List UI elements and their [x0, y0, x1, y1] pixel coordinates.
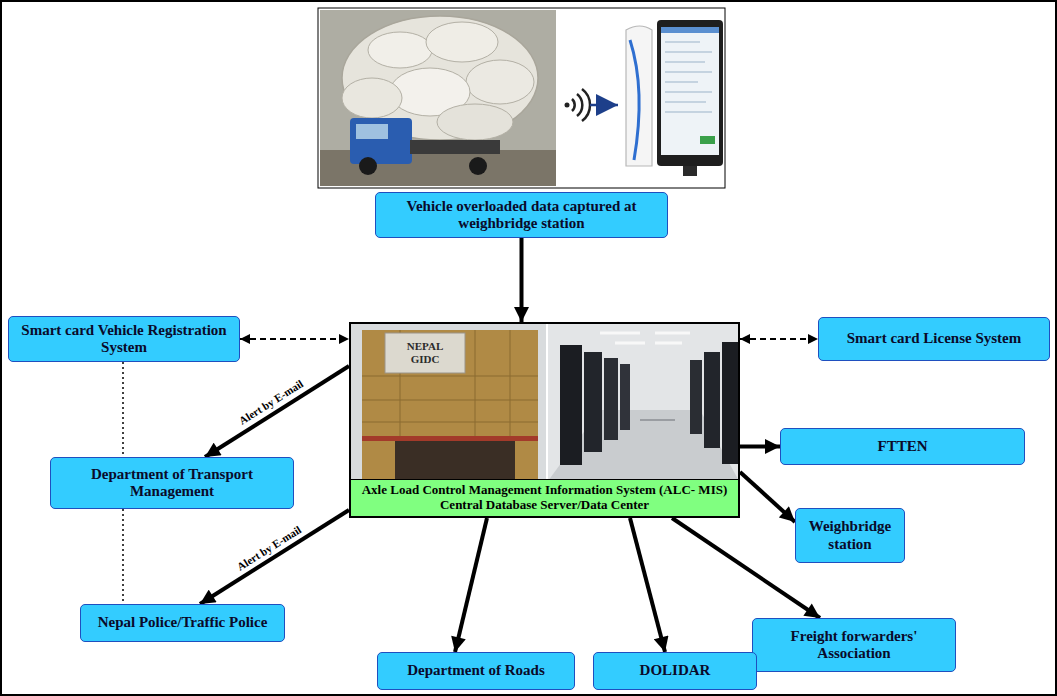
gidc-building-photo — [350, 323, 546, 481]
server-rack — [690, 360, 702, 434]
connector — [205, 366, 349, 457]
bag — [426, 22, 498, 62]
box-text: DOLIDAR — [601, 662, 749, 679]
monitor-stand — [683, 166, 697, 176]
truck-photo — [320, 10, 556, 186]
connector — [520, 238, 524, 322]
signal-arc — [582, 89, 590, 121]
connector — [122, 509, 124, 604]
screen-bar — [661, 27, 719, 33]
connector — [740, 472, 795, 522]
building-facade — [362, 330, 538, 481]
data-arrow — [590, 104, 618, 107]
connector — [455, 518, 487, 652]
connector — [122, 362, 124, 457]
sky — [350, 323, 546, 481]
server-rack — [604, 358, 618, 440]
signal-dot — [565, 103, 570, 108]
box-text: Smart card Vehicle Registration System — [16, 322, 232, 357]
process-box: Vehicle overloaded data captured at weig… — [375, 192, 668, 238]
name-sign — [385, 333, 465, 373]
connector — [240, 338, 349, 340]
bag — [368, 32, 432, 68]
server-rack — [620, 364, 630, 430]
bag — [437, 104, 513, 140]
signal-arc — [572, 99, 575, 111]
stakeholder-box: Weighbridge station — [795, 508, 905, 563]
box-text: Vehicle overloaded data captured at weig… — [383, 198, 660, 233]
wheel — [359, 157, 377, 175]
truck-bed — [410, 140, 500, 154]
device-body — [626, 26, 652, 166]
box-text: Department of Roads — [385, 662, 567, 679]
entrance — [395, 441, 515, 481]
canopy — [362, 436, 538, 441]
system-box: Smart card Vehicle Registration System — [8, 316, 240, 362]
sign-text: NEPAL GIDC — [395, 340, 455, 365]
stakeholder-box: Freight forwarders' Association — [752, 618, 956, 672]
photo-background — [320, 10, 556, 186]
windshield — [356, 124, 388, 139]
stakeholder-box: Nepal Police/Traffic Police — [80, 604, 285, 642]
server-rack — [584, 352, 602, 452]
device-stripe — [630, 40, 639, 160]
stakeholder-box: Department of Roads — [377, 652, 575, 690]
monitor-bezel — [657, 20, 723, 166]
stakeholder-box: DOLIDAR — [593, 652, 757, 690]
monitor-screen — [661, 27, 719, 155]
photo-frame — [318, 8, 725, 188]
truck-cab — [350, 118, 412, 164]
facade-panels — [362, 330, 538, 440]
connector — [740, 338, 818, 340]
server-room-photo — [548, 323, 739, 481]
box-text: Weighbridge station — [803, 518, 897, 553]
edge-label: Alert by E-mail — [235, 376, 307, 428]
signal-arc — [577, 94, 582, 116]
bag — [466, 60, 534, 104]
box-text: FTTEN — [788, 438, 1017, 455]
monitor — [657, 20, 723, 176]
server-rack — [560, 345, 582, 465]
box-text: Smart card License System — [826, 330, 1042, 347]
box-text: Department of Transport Management — [58, 466, 286, 501]
scanner-device — [626, 26, 652, 166]
server-rack — [704, 352, 720, 448]
server-rack — [722, 342, 739, 464]
box-text: Nepal Police/Traffic Police — [88, 614, 277, 631]
screen-rows — [665, 42, 712, 112]
railing — [640, 419, 675, 421]
wheel — [469, 157, 487, 175]
wireless-symbol — [565, 89, 591, 121]
system-box: Smart card License System — [818, 317, 1050, 361]
photo-divider — [546, 323, 548, 481]
bag — [342, 78, 402, 118]
room-background — [548, 323, 739, 481]
connector — [200, 510, 349, 604]
stakeholder-box: Department of Transport Management — [50, 457, 294, 509]
box-text: Freight forwarders' Association — [760, 628, 948, 663]
stakeholder-box: FTTEN — [780, 428, 1025, 465]
connector — [740, 445, 780, 449]
screen-button — [700, 136, 715, 144]
ceiling-lights — [600, 333, 690, 343]
connector — [630, 518, 665, 652]
edge-label: Alert by E-mail — [233, 522, 305, 573]
box-text: Axle Load Control Management Information… — [351, 479, 738, 516]
